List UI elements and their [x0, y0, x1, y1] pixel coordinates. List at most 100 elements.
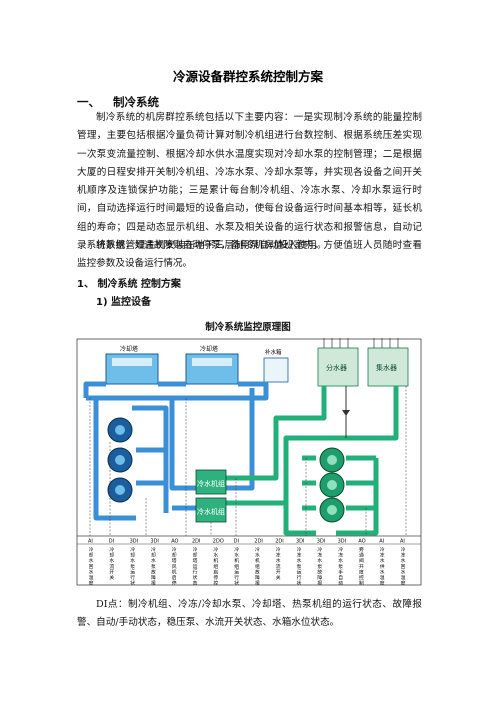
- io-caption-char: 却: [151, 552, 156, 559]
- water-distributor-label: 分水器: [326, 363, 347, 372]
- io-caption-char: 开: [109, 569, 114, 575]
- io-caption-char: 水: [317, 557, 322, 564]
- io-caption-char: 报: [255, 580, 260, 586]
- io-caption-char: 故: [255, 568, 260, 575]
- io-caption-char: 冻: [317, 552, 322, 559]
- io-code: DI: [109, 539, 114, 545]
- paragraph-di-points: DI点：制冷机组、冷冻/冷却水泵、冷却塔、热泵机组的运行状态、故障报警、自动/手…: [77, 599, 422, 629]
- io-caption-char: 水: [89, 557, 94, 564]
- io-caption-char: 行: [193, 568, 198, 575]
- io-caption-char: 故: [317, 568, 322, 575]
- io-caption-char: 开: [276, 569, 281, 575]
- io-caption-char: 动: [338, 580, 343, 586]
- io-caption-char: 水: [380, 557, 385, 564]
- io-caption-char: 冷: [276, 546, 281, 553]
- io-caption-char: 度: [89, 580, 94, 586]
- io-caption-char: 冷: [109, 546, 114, 553]
- io-caption-char: 水: [401, 568, 406, 575]
- io-caption-char: 机: [255, 557, 260, 564]
- io-caption-char: 冷: [151, 546, 156, 553]
- io-caption-char: 塔: [172, 557, 177, 564]
- io-caption-char: 状: [234, 580, 239, 586]
- io-caption-char: 冷: [338, 546, 343, 553]
- refrigeration-monitoring-diagram: 冷却塔 冷却塔 补水箱 分水器 集水器: [76, 338, 422, 592]
- io-caption-char: 制: [359, 580, 364, 586]
- io-caption-char: 运: [130, 568, 135, 575]
- io-caption-char: 故: [151, 568, 156, 575]
- makeup-water-tank: [263, 357, 289, 383]
- io-caption-char: 阀: [359, 557, 364, 564]
- document-title: 冷源设备群控系统控制方案: [172, 69, 323, 84]
- cooling-tower-2-fan: [192, 358, 232, 366]
- io-caption-char: 冷: [317, 546, 322, 553]
- io-code: 2DO: [213, 539, 224, 545]
- io-caption-char: 流: [109, 563, 114, 570]
- cooling-tower-1-fan: [112, 358, 152, 366]
- io-caption-char: 冷: [213, 546, 218, 553]
- io-caption-char: 状: [297, 580, 302, 586]
- io-caption-char: 度: [401, 580, 406, 586]
- cooling-water-pumps: [107, 417, 133, 503]
- io-code: AO: [171, 539, 178, 545]
- io-caption-char: 水: [109, 557, 114, 564]
- io-caption-char: 冷: [380, 546, 385, 553]
- section-heading-1: 一、制冷系统: [77, 94, 159, 110]
- io-caption-char: 行: [297, 574, 302, 581]
- io-caption-char: 水: [213, 552, 218, 559]
- chilled-water-pumps: [319, 447, 345, 523]
- io-caption-char: 状: [193, 574, 198, 581]
- io-caption-char: 回: [401, 564, 406, 570]
- io-caption-char: 度: [359, 568, 364, 575]
- chiller-2: [195, 497, 227, 523]
- water-collector-label: 集水器: [376, 363, 397, 372]
- io-caption-char: 水: [297, 557, 302, 564]
- io-caption-char: 却: [130, 552, 135, 559]
- cooling-tower-1-label: 冷却塔: [120, 345, 138, 353]
- io-caption-char: 温: [89, 574, 94, 581]
- diagram-title: 制冷系统监控原理图: [205, 322, 291, 333]
- io-caption-char: 却: [109, 552, 114, 559]
- io-caption-char: 障: [317, 574, 322, 581]
- io-caption-char: 状: [130, 580, 135, 586]
- chiller-2-label: 冷水机组: [197, 507, 225, 516]
- io-caption-char: 水: [151, 557, 156, 564]
- io-caption-char: 旁: [359, 546, 364, 553]
- io-code: DI: [234, 539, 239, 545]
- io-caption-char: 水: [401, 557, 406, 564]
- io-caption-char: 泵: [151, 564, 156, 570]
- io-caption-char: 组: [234, 563, 239, 570]
- io-code: 3DI: [296, 539, 305, 545]
- section-title: 制冷系统: [113, 95, 159, 109]
- io-caption-char: 却: [172, 552, 177, 559]
- io-caption-char: 泵: [338, 564, 343, 570]
- cooling-tower-2-label: 冷却塔: [200, 345, 218, 353]
- bypass-valve-icon: [342, 410, 350, 416]
- io-caption-char: 组: [213, 563, 218, 570]
- io-caption-char: 冷: [193, 546, 198, 553]
- io-code: AI: [400, 539, 405, 545]
- io-caption-char: 控: [213, 580, 218, 586]
- io-caption-char: 水: [130, 557, 135, 564]
- io-caption-char: 行: [234, 574, 239, 581]
- io-caption-char: 温: [380, 574, 385, 581]
- io-caption-char: 冻: [338, 552, 343, 559]
- io-caption-row: 冷却水回水温度冷却水流开关冷却水泵运行状态冷却水泵故障报警冷却塔风机启停冷却塔运…: [89, 546, 406, 592]
- io-caption-char: 流: [276, 563, 281, 570]
- io-caption-char: 泵: [317, 564, 322, 570]
- makeup-water-tank-label: 补水箱: [265, 348, 282, 356]
- io-caption-char: 控: [359, 574, 364, 581]
- io-caption-char: 冷: [234, 546, 239, 553]
- io-caption-char: 机: [172, 568, 177, 575]
- io-caption-char: 报: [317, 580, 322, 586]
- header-branch-lines: [323, 338, 399, 348]
- io-caption-char: 供: [380, 563, 385, 570]
- io-caption-char: 启: [213, 568, 218, 575]
- io-caption-char: 冷: [255, 546, 260, 553]
- io-caption-char: 机: [213, 557, 218, 564]
- cooling-water-pipes: [83, 381, 269, 521]
- io-caption-char: 关: [276, 574, 281, 581]
- io-caption-char: 水: [338, 557, 343, 564]
- io-caption-char: 运: [193, 563, 198, 570]
- io-caption-char: 冻: [276, 552, 281, 559]
